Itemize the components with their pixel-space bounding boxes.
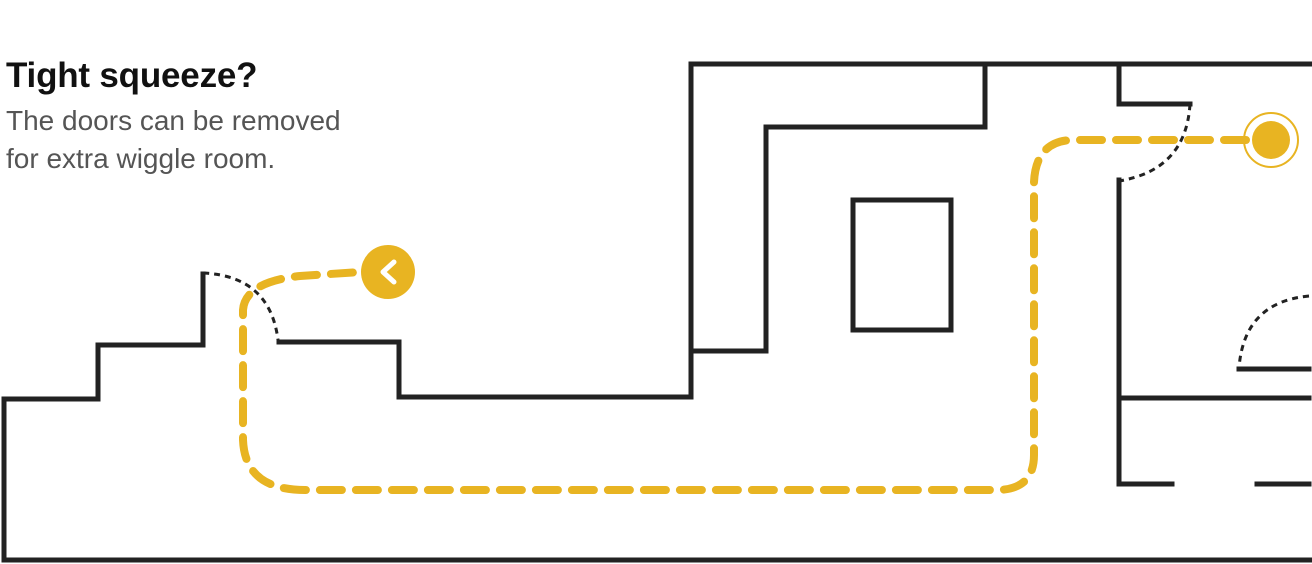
caption-title: Tight squeeze? bbox=[6, 56, 258, 95]
start-marker bbox=[1243, 112, 1299, 168]
target-dot-icon bbox=[1252, 121, 1290, 159]
door-swing-top-right bbox=[1118, 103, 1192, 183]
door-swing-right bbox=[1237, 294, 1310, 369]
end-marker bbox=[361, 245, 415, 299]
route-path bbox=[239, 136, 1250, 494]
inner-wall-room bbox=[1116, 61, 1193, 107]
caption-body: The doors can be removed for extra wiggl… bbox=[6, 102, 426, 178]
outer-wall bbox=[1, 271, 1312, 563]
inner-wall-upper bbox=[688, 61, 988, 354]
caption-body-line-2: for extra wiggle room. bbox=[6, 143, 276, 174]
center-block bbox=[850, 197, 954, 333]
stair-wall bbox=[276, 61, 1312, 400]
caption: Tight squeeze? The doors can be removed … bbox=[6, 54, 426, 178]
inner-wall-right bbox=[1116, 177, 1175, 487]
door-swing-left bbox=[202, 271, 280, 341]
caption-body-line-1: The doors can be removed bbox=[6, 105, 341, 136]
chevron-left-icon bbox=[380, 259, 397, 285]
